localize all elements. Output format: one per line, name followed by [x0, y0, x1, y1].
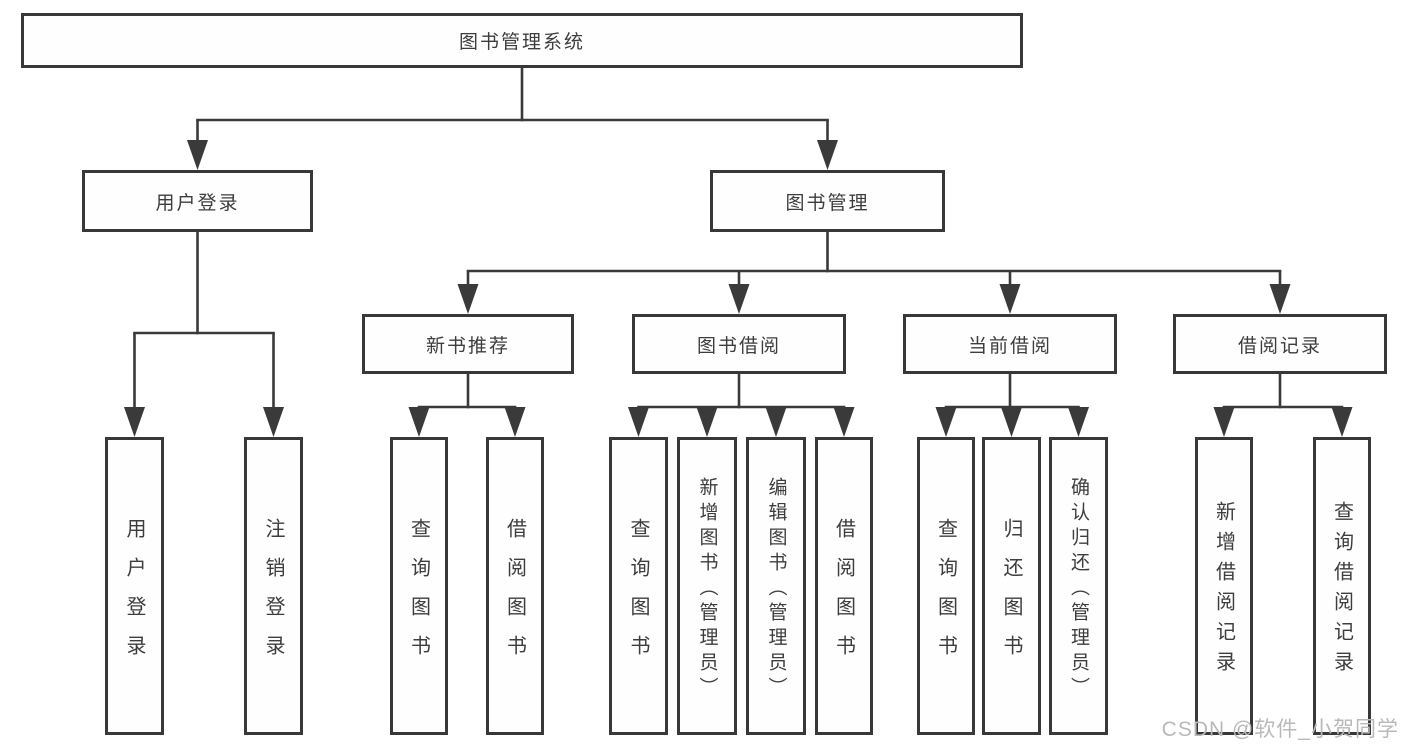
leaf-logout: 注销登录 — [244, 437, 303, 735]
leaf-add-borrow-record: 新增借阅记录 — [1195, 437, 1253, 735]
node-label: 新增借阅记录 — [1212, 501, 1235, 681]
connector-book-management-children — [457, 232, 1291, 314]
leaf-borrow-books: 借阅图书 — [486, 437, 544, 735]
connector-user-login-children — [124, 232, 284, 437]
node-label: 查询图书 — [934, 517, 957, 674]
node-borrowing-records: 借阅记录 — [1173, 314, 1387, 374]
node-label: 归还图书 — [1000, 517, 1022, 674]
node-label: 确认归还（管理员） — [1068, 476, 1089, 702]
leaf-query-books: 查询图书 — [609, 437, 668, 735]
node-label: 注销登录 — [262, 517, 284, 674]
leaf-confirm-return-admin: 确认归还（管理员） — [1049, 437, 1108, 735]
node-label: 编辑图书（管理员） — [765, 476, 787, 702]
node-label: 新书推荐 — [425, 335, 510, 357]
node-label: 图书管理 — [785, 192, 870, 214]
leaf-edit-book-admin: 编辑图书（管理员） — [746, 437, 806, 735]
node-current-borrowing: 当前借阅 — [903, 314, 1117, 374]
node-book-management: 图书管理 — [710, 170, 945, 232]
node-label: 用户登录 — [123, 517, 145, 674]
node-label: 借阅图书 — [503, 517, 526, 674]
node-label: 借阅记录 — [1237, 335, 1322, 357]
csdn-watermark: CSDN @软件_小贺同学 — [1161, 718, 1399, 741]
node-new-book-recommendation: 新书推荐 — [362, 314, 574, 374]
node-label: 新增图书（管理员） — [696, 476, 718, 702]
leaf-query-borrow-record: 查询借阅记录 — [1313, 437, 1371, 735]
node-label: 查询借阅记录 — [1330, 501, 1353, 681]
node-label: 图书借阅 — [696, 335, 781, 357]
node-label: 当前借阅 — [967, 335, 1052, 357]
leaf-borrow-books: 借阅图书 — [815, 437, 873, 735]
connector-borrow-children — [628, 374, 855, 437]
leaf-query-books: 查询图书 — [917, 437, 975, 735]
node-label: 查询图书 — [627, 517, 649, 674]
leaf-query-books: 查询图书 — [390, 437, 448, 735]
leaf-user-login: 用户登录 — [105, 437, 164, 735]
connector-current-children — [935, 374, 1089, 437]
connector-root-to-level2 — [187, 68, 838, 170]
node-label: 借阅图书 — [832, 517, 855, 674]
node-book-borrowing: 图书借阅 — [632, 314, 846, 374]
node-user-login: 用户登录 — [82, 170, 313, 232]
node-library-management-system: 图书管理系统 — [21, 13, 1023, 68]
leaf-return-books: 归还图书 — [982, 437, 1041, 735]
node-label: 查询图书 — [407, 517, 430, 674]
connector-records-children — [1213, 374, 1353, 437]
connector-new-rec-children — [408, 374, 526, 437]
node-label: 图书管理系统 — [458, 32, 585, 53]
node-label: 用户登录 — [155, 192, 240, 214]
leaf-add-book-admin: 新增图书（管理员） — [677, 437, 737, 735]
